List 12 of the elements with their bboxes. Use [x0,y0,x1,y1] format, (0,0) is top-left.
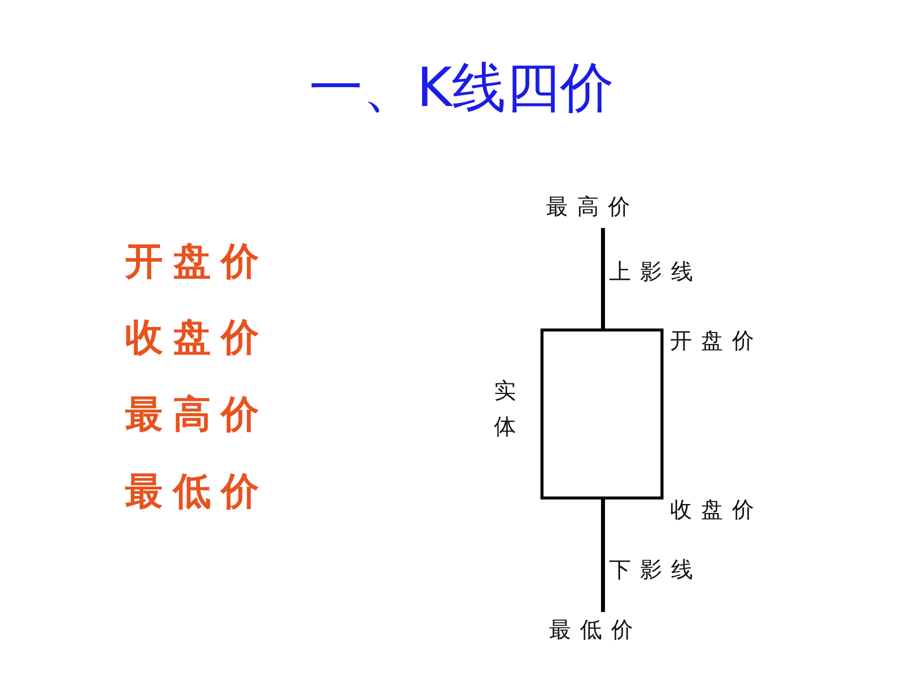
body-label: 实体 [494,378,517,442]
high-price-label: 最高价 [546,194,639,222]
price-term: 最低价 [125,467,269,515]
slide-title: 一、K线四价 [308,55,616,121]
price-term: 开盘价 [125,237,269,285]
lower-shadow-label: 下影线 [609,557,702,585]
open-price-label: 开盘价 [670,328,763,356]
upper-shadow-label: 上影线 [609,259,702,287]
price-term: 收盘价 [125,313,269,361]
close-price-label: 收盘价 [670,497,763,525]
low-price-label: 最低价 [549,617,642,645]
price-term: 最高价 [125,390,269,438]
